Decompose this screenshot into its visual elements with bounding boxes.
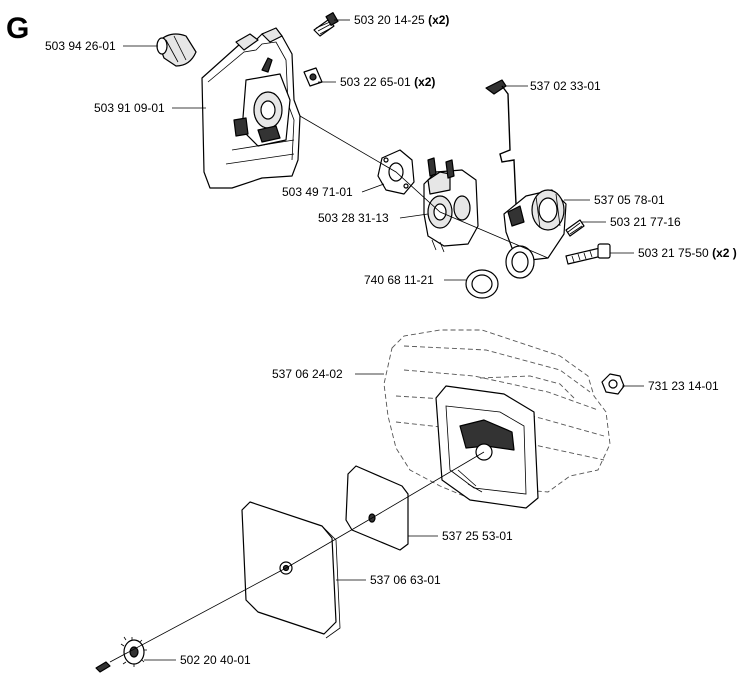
label-503-21-75-50: 503 21 75-50 (x2 ) [638,246,737,260]
label-731-23-14-01: 731 23 14-01 [648,379,719,393]
label-503-49-71-01: 503 49 71-01 [282,185,353,199]
label-503-20-14-25: 503 20 14-25 (x2) [354,13,449,27]
nut-plate-part [303,67,323,87]
grommet-part [156,33,197,67]
filter-cover-part [241,501,341,639]
carburetor-housing-part [201,27,301,189]
o-ring-part [465,269,499,299]
short-screw-part [565,219,585,237]
filter-pad-part [345,465,409,551]
air-filter-base-part [435,385,539,509]
label-503-94-26-01: 503 94 26-01 [45,39,116,53]
label-740-68-11-21: 740 68 11-21 [364,273,434,287]
nut-part [601,373,625,395]
label-503-22-65-01: 503 22 65-01 (x2) [340,75,435,89]
label-503-21-77-16: 503 21 77-16 [610,215,681,229]
label-503-91-09-01: 503 91 09-01 [94,101,165,115]
assembly-axis-lower [109,451,485,663]
label-537-25-53-01: 537 25 53-01 [442,529,513,543]
label-537-06-63-01: 537 06 63-01 [370,573,441,587]
assembly-axis-upper [299,115,549,259]
screw-part [313,12,339,37]
carburetor-part [423,157,479,253]
label-537-02-33-01: 537 02 33-01 [530,79,601,93]
section-letter: G [6,12,29,45]
label-502-20-40-01: 502 20 40-01 [180,653,251,667]
throttle-rod-part [485,79,517,205]
label-537-06-24-02: 537 06 24-02 [272,367,343,381]
intake-adapter-part [503,189,567,279]
long-screw-part [565,243,611,265]
label-537-05-78-01: 537 05 78-01 [594,193,665,207]
label-503-28-31-13: 503 28 31-13 [318,211,389,225]
knob-part [95,636,147,673]
leader-lines [123,19,644,661]
